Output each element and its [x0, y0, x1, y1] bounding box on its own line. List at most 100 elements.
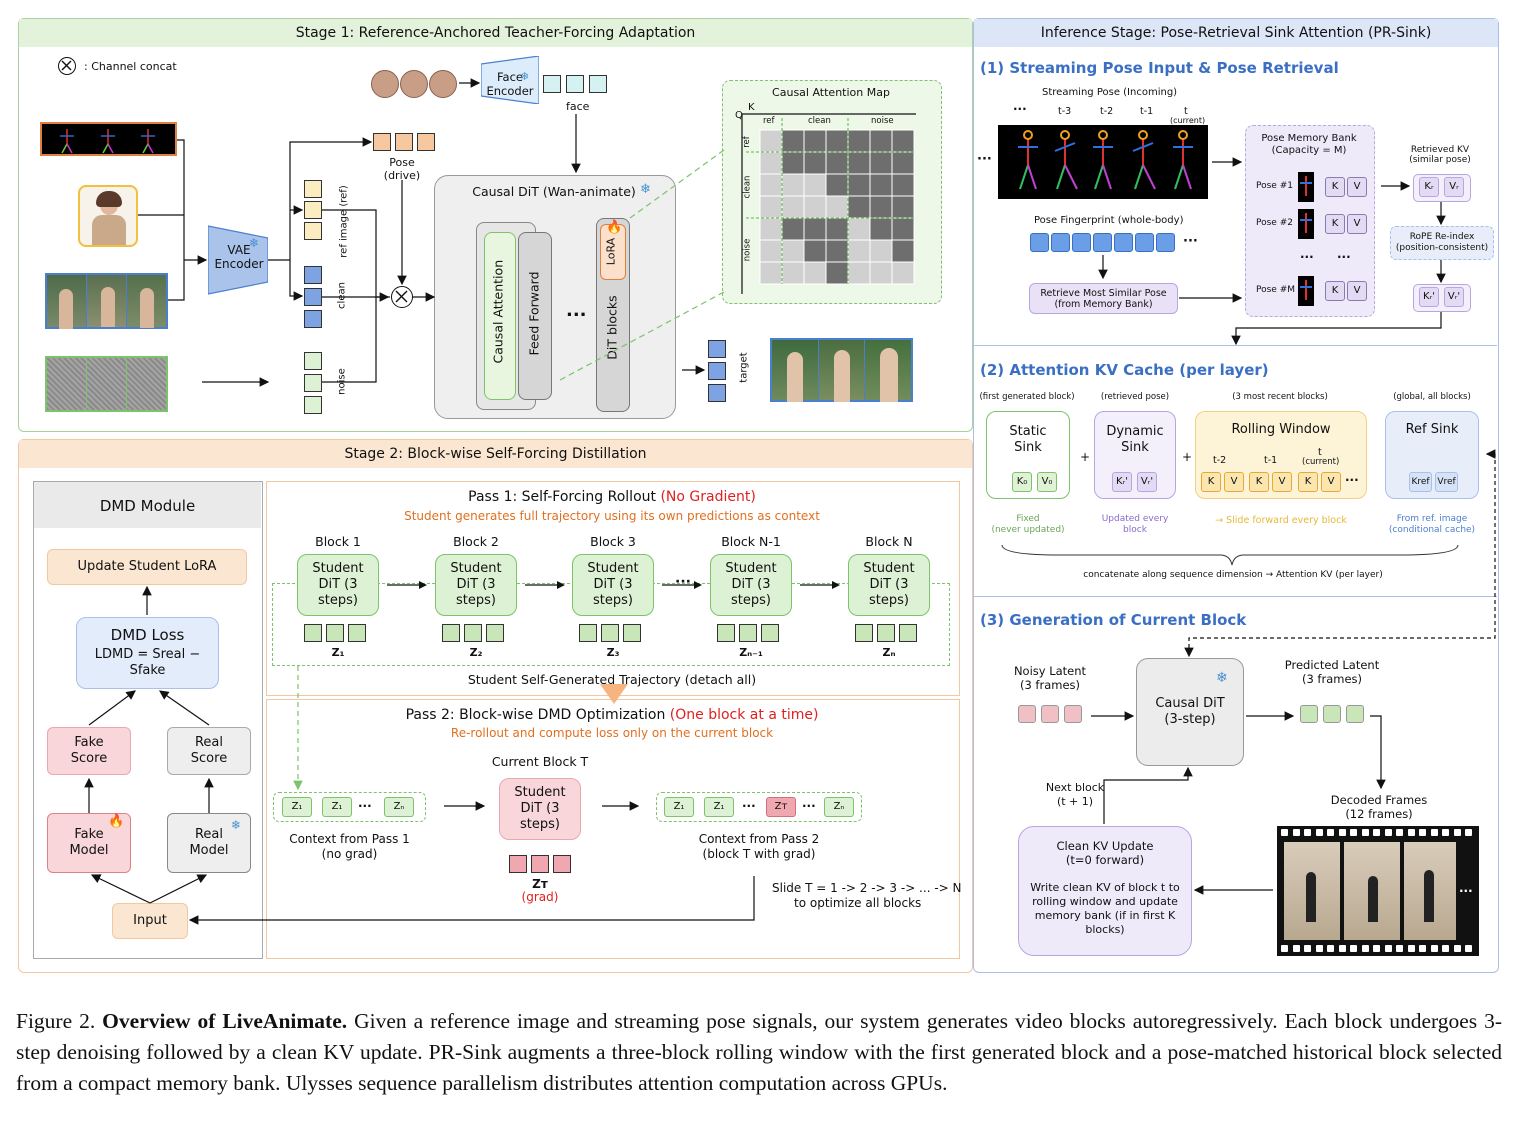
predicted-token — [1323, 705, 1341, 723]
dmd-module-header — [34, 482, 261, 528]
decoded-filmstrip: ··· — [1277, 826, 1479, 956]
pass1-title-row: Pass 1: Self-Forcing Rollout (No Gradien… — [266, 489, 958, 505]
fingerprint-dots: ··· — [1183, 234, 1198, 249]
attention-map-grid — [741, 113, 916, 294]
block-label: Block 2 — [453, 534, 499, 549]
rolling-kv-cell: V — [1272, 472, 1292, 492]
film-hole — [1338, 945, 1346, 952]
latent-token — [877, 624, 895, 642]
time-t: t — [1184, 106, 1188, 117]
latent-label: Z₁ — [331, 646, 345, 659]
clean-video-frames — [45, 273, 168, 329]
causal-dit-title: Causal DiT (Wan-animate) — [472, 184, 636, 199]
inference-causal-dit: Causal DiT (3-step) — [1136, 658, 1244, 766]
noisy-token — [1064, 705, 1082, 723]
slide-forward-note: → Slide forward every block — [1215, 515, 1347, 526]
concat-operator — [391, 286, 413, 308]
latent-token — [739, 624, 757, 642]
stage2-arrows — [84, 585, 755, 925]
student-dit-label: Student DiT (3 steps) — [863, 561, 915, 608]
update-lora-box: Update Student LoRA — [47, 549, 247, 585]
rolling-kv-cell: K — [1249, 472, 1269, 492]
memory-bank-capacity: (Capacity = M) — [1271, 145, 1347, 156]
ctx1-label: Context from Pass 1 — [289, 832, 410, 846]
static-v: V₀ — [1037, 472, 1057, 492]
ref-token — [304, 180, 322, 198]
film-hole — [1338, 829, 1346, 836]
ctx2-token-current: Zᴛ — [766, 797, 796, 817]
from-ref-note: From ref. image (conditional cache) — [1388, 514, 1476, 535]
rolling-window-label: Rolling Window — [1231, 422, 1331, 437]
pose-drive-label: Pose (drive) — [383, 156, 421, 182]
flow-arrow — [662, 581, 702, 589]
retrieved-kv-sub: (similar pose) — [1409, 155, 1471, 165]
fingerprint-cell — [1072, 233, 1091, 252]
memory-bank-title: Pose Memory Bank — [1261, 133, 1357, 144]
fake-model-box: Fake Model — [47, 813, 131, 873]
real-model-box: Real Model — [167, 813, 251, 873]
pose-stream-image — [998, 125, 1208, 199]
film-hole — [1442, 945, 1449, 952]
section1-title: (1) Streaming Pose Input & Pose Retrieva… — [980, 59, 1339, 77]
face-encoder-label: Face Encoder — [486, 70, 534, 98]
rolling-kv-cell: V — [1224, 472, 1244, 492]
clean-kv-box: Clean KV Update (t=0 forward) Write clea… — [1018, 826, 1192, 956]
figure-caption: Figure 2. Overview of LiveAnimate. Given… — [16, 1006, 1502, 1099]
ref-k: Kref — [1409, 472, 1432, 492]
ctx1-token: Zₙ — [384, 797, 414, 817]
concat-brace — [1001, 544, 1459, 566]
pose-strip-image — [40, 122, 177, 156]
clean-token — [304, 288, 322, 306]
predicted-token — [1300, 705, 1318, 723]
noise-token — [304, 396, 322, 414]
latent-token — [464, 624, 482, 642]
rolling-dots: ··· — [1345, 473, 1359, 487]
clean-token — [304, 310, 322, 328]
film-hole — [1292, 945, 1300, 952]
retrieved-pose-note: (retrieved pose) — [1100, 392, 1170, 402]
causal-dit-box — [434, 175, 676, 419]
global-note: (global, all blocks) — [1393, 392, 1471, 402]
dynamic-k: Kᵣ' — [1112, 472, 1132, 492]
film-hole — [1430, 829, 1438, 836]
snowflake-icon: ❄ — [520, 70, 530, 83]
memory-row-label: Pose #1 — [1256, 181, 1293, 191]
pass-divider-arrow — [600, 684, 628, 704]
attention-map-title: Causal Attention Map — [772, 86, 890, 99]
film-hole — [1396, 829, 1403, 836]
caption-label: Figure 2. — [16, 1009, 96, 1033]
fire-icon: 🔥 — [606, 220, 623, 235]
film-hole — [1315, 945, 1323, 952]
dynamic-v: Vᵣ' — [1137, 472, 1157, 492]
latent-label: Z₂ — [469, 646, 483, 659]
film-hole — [1384, 945, 1392, 952]
causal-attention-inner — [484, 232, 516, 400]
caption-bold: Overview of LiveAnimate. — [102, 1009, 348, 1033]
retrieve-box: Retrieve Most Similar Pose (from Memory … — [1029, 283, 1178, 314]
inference-divider-2 — [973, 596, 1497, 597]
ctx2-token: Zₙ — [824, 797, 854, 817]
dit-dots: ... — [566, 300, 587, 321]
film-hole — [1453, 945, 1461, 952]
plus-sign: + — [1182, 450, 1193, 464]
real-model-label: Real Model — [189, 827, 229, 858]
film-hole — [1419, 829, 1426, 836]
next-block-label: Next block — [1045, 781, 1105, 794]
film-hole — [1407, 829, 1415, 836]
student-dit-label: Student DiT (3 steps) — [587, 561, 639, 608]
film-hole — [1396, 945, 1403, 952]
latent-token — [601, 624, 619, 642]
noise-token — [304, 352, 322, 370]
stage2-title: Stage 2: Block-wise Self-Forcing Distill… — [19, 440, 972, 468]
caption-text: Given a reference image and streaming po… — [16, 1009, 1503, 1095]
target-token — [708, 362, 726, 380]
zt-token — [531, 855, 549, 873]
zt-grad-label: (grad) — [521, 890, 559, 904]
film-hole — [1327, 945, 1334, 952]
ctx1-sub: (no grad) — [321, 847, 378, 861]
film-hole — [1373, 945, 1380, 952]
trajectory-label: Student Self-Generated Trajectory (detac… — [467, 672, 757, 687]
dmd-loss-title: DMD Loss — [110, 626, 185, 644]
memory-dots: ··· — [1300, 250, 1314, 264]
ctx2-sub: (block T with grad) — [702, 847, 816, 861]
